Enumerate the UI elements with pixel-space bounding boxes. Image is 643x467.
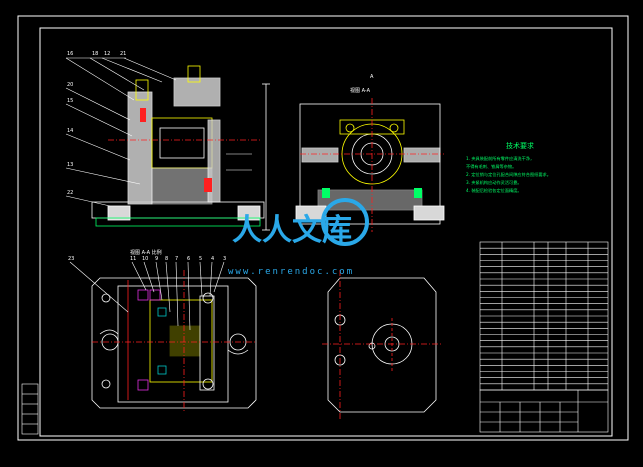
parts-list-table — [479, 241, 609, 391]
view-label-a-sub: 视图 A-A — [350, 87, 371, 94]
plan-view-bottom-left: 视图 A-A 比例 — [68, 249, 257, 412]
leader-label: 23 — [68, 256, 74, 262]
view-label-a: A — [370, 74, 374, 80]
leader-label: 8 — [165, 256, 168, 262]
leader-label: 7 — [175, 256, 178, 262]
tech-line: 2. 定位销与定位孔配合间隙应符合图纸要求。 — [466, 171, 551, 178]
tech-requirements-title: 技术要求 — [506, 141, 534, 150]
leader-label: 18 — [92, 51, 98, 57]
watermark-logo: 人人文库 www.renrendoc.com — [228, 198, 369, 277]
leader-label: 13 — [67, 162, 73, 168]
revision-strip — [21, 383, 39, 435]
leader-label: 12 — [104, 51, 110, 57]
end-view-top-right: A 视图 A-A — [295, 74, 445, 232]
tech-requirements: 技术要求 1. 夹具装配前所有零件应清洗干净， 不得有毛刺、铁屑等杂物。 2. … — [466, 141, 551, 194]
watermark-logo-text: 人人文库 — [232, 213, 352, 248]
leader-label: 4 — [211, 256, 214, 262]
leader-label: 16 — [67, 51, 73, 57]
tech-line: 不得有毛刺、铁屑等杂物。 — [466, 163, 516, 170]
leader-label: 5 — [199, 256, 202, 262]
tech-line: 4. 装配后检验各定位面精度。 — [466, 187, 522, 194]
leader-label: 15 — [67, 98, 73, 104]
leader-label: 9 — [155, 256, 158, 262]
title-block — [479, 389, 609, 433]
leader-label: 6 — [187, 256, 190, 262]
leader-label: 14 — [67, 128, 73, 134]
drawing-frame — [17, 15, 629, 441]
leader-label: 11 — [130, 256, 136, 262]
leader-label: 3 — [223, 256, 226, 262]
base-plate-view — [322, 270, 442, 420]
section-view-top-left: 16 18 12 21 20 15 14 13 22 — [65, 51, 270, 231]
watermark-url: www.renrendoc.com — [228, 267, 354, 277]
tech-line: 3. 夹紧机构应动作灵活可靠。 — [466, 179, 522, 186]
view-label-plan: 视图 A-A 比例 — [130, 249, 162, 256]
leader-label: 21 — [120, 51, 126, 57]
leader-label: 20 — [67, 82, 73, 88]
leader-label: 22 — [67, 190, 73, 196]
tech-line: 1. 夹具装配前所有零件应清洗干净， — [466, 155, 534, 162]
leader-label: 10 — [142, 256, 148, 262]
